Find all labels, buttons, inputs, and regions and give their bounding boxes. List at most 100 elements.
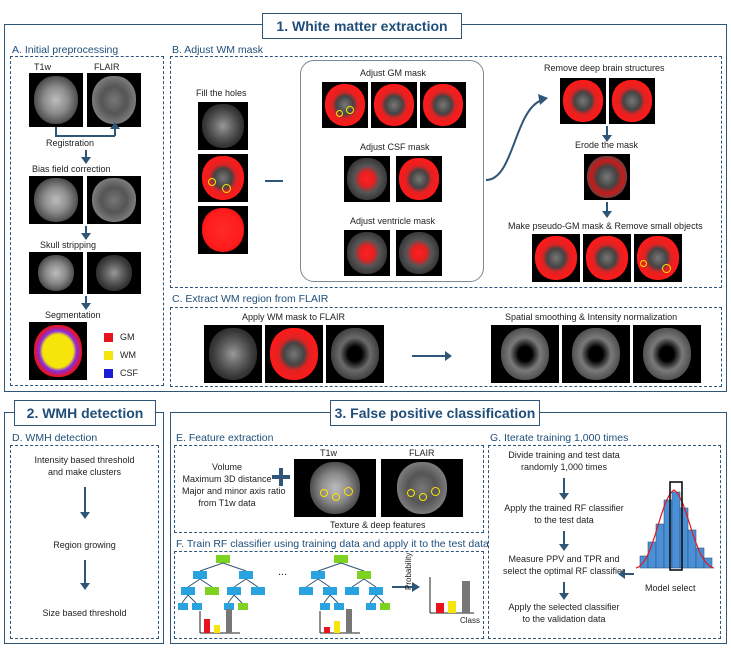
probability-axis-label: Probability: [404, 552, 413, 590]
panel-f-box: [174, 551, 484, 639]
panel-c-label: C. Extract WM region from FLAIR: [172, 293, 329, 305]
panel-g-label: G. Iterate training 1,000 times: [490, 432, 629, 444]
wmh-step2: Region growing: [53, 540, 116, 550]
panel-a-label: A. Initial preprocessing: [12, 44, 119, 56]
minus-sign: [265, 180, 283, 182]
g-step2-line1: Apply the trained RF classifier: [504, 503, 624, 513]
flair-label: FLAIR: [94, 62, 120, 72]
fill-image-2: [198, 154, 248, 202]
wm-label: WM: [120, 350, 136, 360]
g-step3-line1: Measure PPV and TPR and: [508, 554, 620, 564]
erode-image: [584, 154, 630, 200]
gm-swatch: [104, 333, 113, 342]
adjust-masks-box: [300, 60, 484, 282]
gm-image-2: [371, 82, 417, 128]
wmh-step1-line2: and make clusters: [47, 467, 122, 477]
flair-image: [87, 73, 141, 127]
pseudo-image-2: [583, 234, 631, 282]
arrow-to-pseudo: [602, 202, 612, 218]
apply-image-2: [265, 325, 323, 383]
segmentation-label: Segmentation: [45, 310, 101, 320]
pseudo-image-1: [532, 234, 580, 282]
skull-flair-image: [87, 252, 141, 294]
plus-sign: [272, 468, 290, 486]
wm-swatch: [104, 351, 113, 360]
registration-arrow: [114, 128, 116, 136]
tree-2: [299, 555, 390, 610]
rf-forest: ...: [178, 555, 474, 634]
skull-label: Skull stripping: [40, 240, 97, 250]
section-3-title: 3. False positive classification: [330, 400, 540, 426]
smooth-image-2: [562, 325, 630, 383]
arrow-to-histogram: [624, 573, 634, 575]
e-flair-label: FLAIR: [409, 448, 435, 458]
tree-ellipsis: ...: [278, 566, 287, 578]
bias-flair-image: [87, 176, 141, 224]
feature-2: Maximum 3D distance: [182, 474, 272, 484]
g-step4-line2: to the validation data: [522, 614, 606, 624]
fill-image-1: [198, 102, 248, 150]
arrow-g-3: [559, 582, 569, 600]
feature-3: Major and minor axis ratio: [182, 486, 286, 496]
registration-connector: [55, 127, 57, 136]
gm-label: GM: [120, 332, 135, 342]
model-select-label: Model select: [645, 583, 696, 593]
bias-label: Bias field correction: [32, 164, 111, 174]
wmh-step1-line1: Intensity based threshold: [34, 455, 135, 465]
t1w-image: [29, 73, 83, 127]
normal-curve: [635, 489, 715, 569]
arrow-to-erode: [602, 126, 612, 142]
apply-mask-label: Apply WM mask to FLAIR: [242, 312, 346, 322]
mini-chart-1: [199, 609, 240, 634]
csf-image-2: [396, 156, 442, 202]
section-1-title: 1. White matter extraction: [262, 13, 462, 39]
panel-b-label: B. Adjust WM mask: [172, 44, 264, 56]
panel-e-label: E. Feature extraction: [176, 432, 274, 444]
g-step2-line2: to the test data: [534, 515, 594, 525]
arrow-to-seg: [81, 296, 91, 310]
texture-label: Texture & deep features: [330, 520, 426, 530]
registration-connector-h: [55, 135, 115, 137]
panel-c-box: [170, 307, 722, 387]
panel-d-box: [10, 445, 159, 639]
segmentation-image: [29, 322, 87, 380]
wmh-step3: Size based threshold: [42, 608, 127, 618]
mini-chart-2: [319, 609, 360, 634]
skull-t1w-image: [29, 252, 83, 294]
arrow-g-1: [559, 478, 569, 500]
arrow-to-skull: [81, 226, 91, 240]
fill-holes-label: Fill the holes: [196, 88, 247, 98]
remove-image-1: [560, 78, 606, 124]
smoothing-label: Spatial smoothing & Intensity normalizat…: [505, 312, 678, 322]
e-t1w-label: T1w: [320, 448, 338, 458]
g-step3-line2: select the optimal RF classifier: [502, 566, 626, 576]
panel-d-label: D. WMH detection: [12, 432, 98, 444]
final-prob-chart: [429, 577, 474, 614]
csf-image-1: [344, 156, 390, 202]
arrow-to-bias: [81, 150, 91, 164]
curved-arrow: [485, 94, 548, 181]
panel-g-box: [488, 445, 721, 639]
class-axis-label: Class: [460, 616, 481, 625]
apply-image-1: [204, 325, 262, 383]
registration-label: Registration: [46, 138, 95, 148]
feature-1: Volume: [211, 462, 243, 472]
erode-label: Erode the mask: [575, 140, 639, 150]
g-step4-line1: Apply the selected classifier: [508, 602, 620, 612]
csf-label: CSF: [120, 368, 138, 378]
selected-bin-box: [669, 481, 683, 571]
panel-b-box: [170, 56, 722, 288]
adjust-csf-label: Adjust CSF mask: [360, 142, 430, 152]
gm-image-3: [420, 82, 466, 128]
arrow-to-size: [80, 560, 90, 590]
section-2-title: 2. WMH detection: [14, 400, 156, 426]
e-flair-image: [381, 459, 463, 517]
g-step1-line2: randomly 1,000 times: [520, 462, 608, 472]
arrow-to-region: [80, 487, 90, 519]
pseudo-label: Make pseudo-GM mask & Remove small objec…: [508, 221, 703, 231]
csf-swatch: [104, 369, 113, 378]
gm-image-1: [322, 82, 368, 128]
e-t1w-image: [294, 459, 376, 517]
panel-f-label: F. Train RF classifier using training da…: [176, 538, 489, 550]
panel-a-box: [10, 56, 164, 386]
